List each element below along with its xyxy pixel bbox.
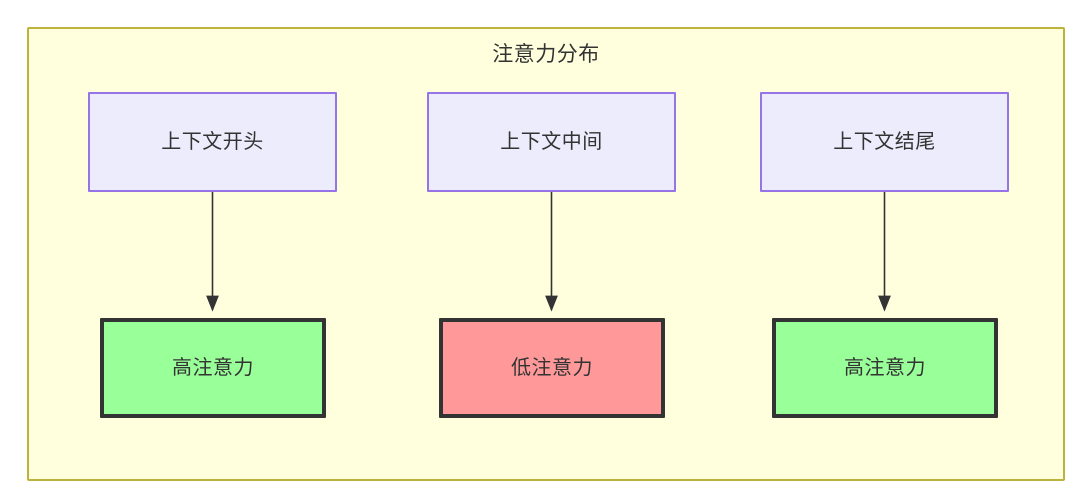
node-high-attention-start[interactable]: 高注意力 (100, 318, 326, 418)
node-high-attention-end[interactable]: 高注意力 (772, 318, 998, 418)
node-high-attention-end-label: 高注意力 (844, 357, 926, 379)
node-context-start-label: 上下文开头 (161, 131, 264, 153)
node-context-middle[interactable]: 上下文中间 (427, 92, 676, 192)
node-context-end[interactable]: 上下文结尾 (760, 92, 1009, 192)
node-high-attention-start-label: 高注意力 (172, 357, 254, 379)
node-low-attention-middle[interactable]: 低注意力 (439, 318, 665, 418)
subgraph-title: 注意力分布 (492, 43, 600, 66)
node-low-attention-middle-label: 低注意力 (511, 357, 593, 379)
node-context-start[interactable]: 上下文开头 (88, 92, 337, 192)
node-context-end-label: 上下文结尾 (833, 131, 936, 153)
node-context-middle-label: 上下文中间 (500, 131, 603, 153)
